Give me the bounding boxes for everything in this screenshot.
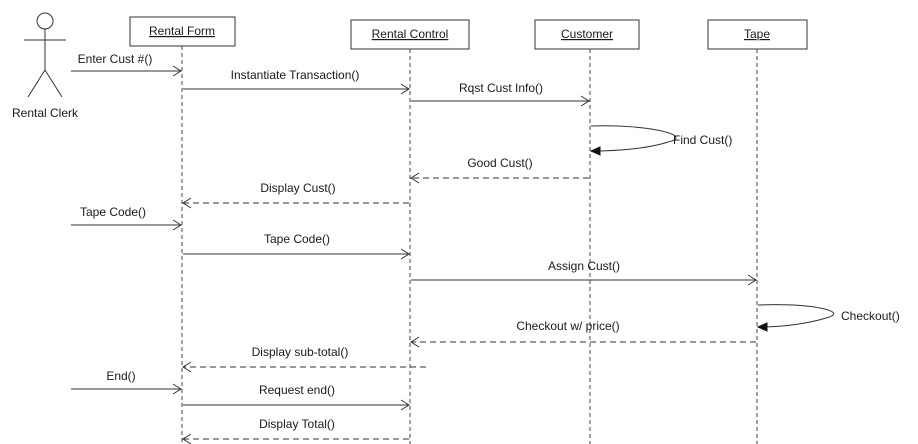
- message-label: Display Cust(): [260, 181, 335, 195]
- message-display-total: Display Total(): [182, 417, 409, 444]
- message-label: Good Cust(): [467, 156, 532, 170]
- message-find-cust: Find Cust(): [589, 125, 732, 156]
- message-label: Request end(): [259, 383, 335, 397]
- message-request-end: Request end(): [183, 383, 410, 411]
- message-checkout-with-price: Checkout w/ price(): [410, 319, 756, 348]
- object-rental-form: Rental Form: [129, 16, 236, 47]
- message-display-sub-total: Display sub-total(): [182, 345, 426, 373]
- message-label: Instantiate Transaction(): [231, 68, 360, 82]
- message-label: Display Total(): [259, 417, 335, 431]
- message-label: Enter Cust #(): [78, 52, 153, 66]
- message-instantiate-transaction: Instantiate Transaction(): [183, 68, 410, 95]
- object-rental-control: Rental Control: [350, 19, 470, 50]
- message-end: End(): [71, 369, 182, 395]
- message-label: End(): [106, 369, 135, 383]
- actor-name: Rental Clerk: [12, 106, 79, 120]
- message-label: Checkout(): [841, 309, 900, 323]
- object-label: Tape: [744, 27, 770, 41]
- message-tape-code: Tape Code(): [183, 232, 410, 260]
- message-label: Find Cust(): [673, 133, 732, 147]
- stick-figure-icon: [24, 12, 66, 98]
- message-display-cust: Display Cust(): [182, 181, 409, 209]
- object-label: Rental Form: [149, 24, 215, 38]
- object-tape: Tape: [707, 19, 808, 50]
- message-enter-cust: Enter Cust #(): [71, 52, 182, 77]
- message-assign-cust: Assign Cust(): [411, 259, 757, 286]
- message-label: Tape Code(): [80, 205, 146, 219]
- object-customer: Customer: [534, 19, 640, 50]
- actor-rental-clerk: Rental Clerk: [12, 12, 79, 120]
- message-good-cust: Good Cust(): [410, 156, 589, 184]
- message-rqst-cust-info: Rqst Cust Info(): [411, 81, 590, 107]
- object-label: Customer: [561, 27, 613, 41]
- message-label: Tape Code(): [264, 232, 330, 246]
- message-label: Assign Cust(): [548, 259, 620, 273]
- message-checkout: Checkout(): [756, 304, 900, 332]
- object-label: Rental Control: [372, 27, 449, 41]
- message-label: Display sub-total(): [252, 345, 349, 359]
- message-tape-code-actor: Tape Code(): [71, 205, 182, 231]
- message-label: Rqst Cust Info(): [459, 81, 543, 95]
- message-label: Checkout w/ price(): [516, 319, 619, 333]
